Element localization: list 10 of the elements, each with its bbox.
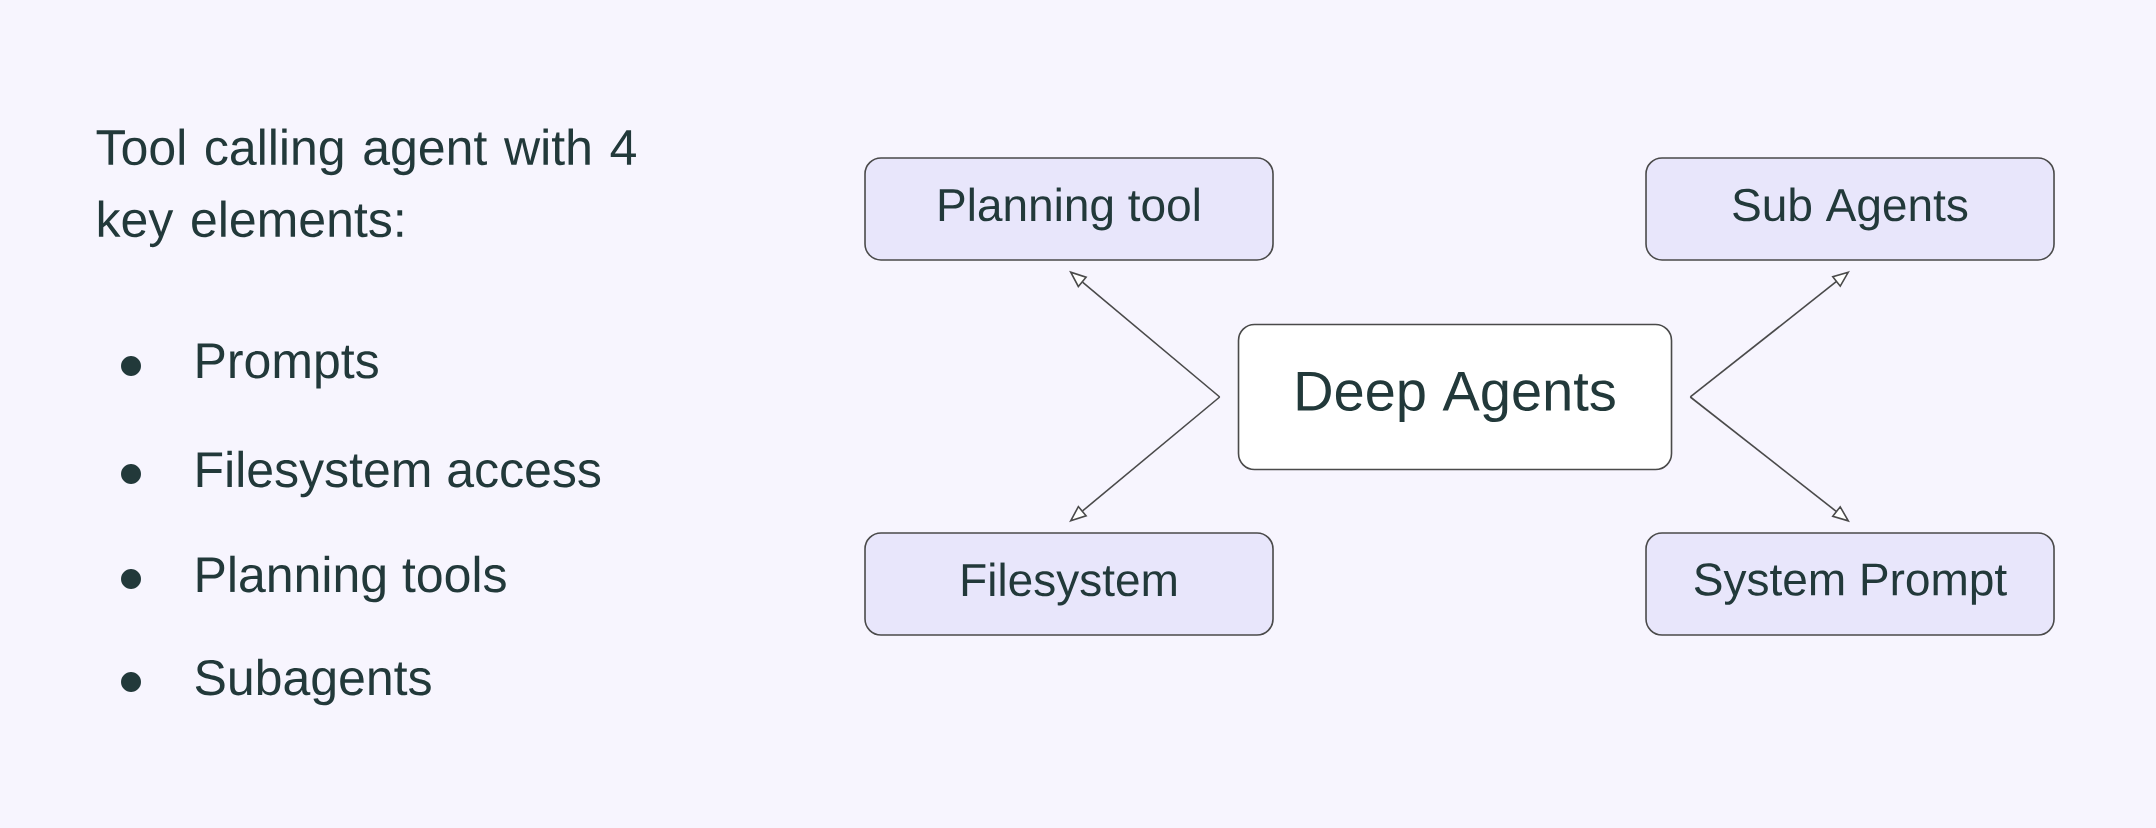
heading: Tool calling agent with 4 key elements: [96, 128, 636, 248]
list-item: Filesystem access [197, 450, 601, 498]
central-box: Deep Agents [1237, 323, 1673, 471]
component-box: Sub Agents [1645, 157, 2055, 261]
list-item: Planning tools [197, 555, 506, 603]
component-box: Planning tool [864, 157, 1274, 261]
component-box: System Prompt [1645, 532, 2055, 636]
component-box: Filesystem [864, 532, 1274, 636]
list-item: Subagents [195, 658, 431, 706]
list-item: Prompts [197, 343, 378, 389]
